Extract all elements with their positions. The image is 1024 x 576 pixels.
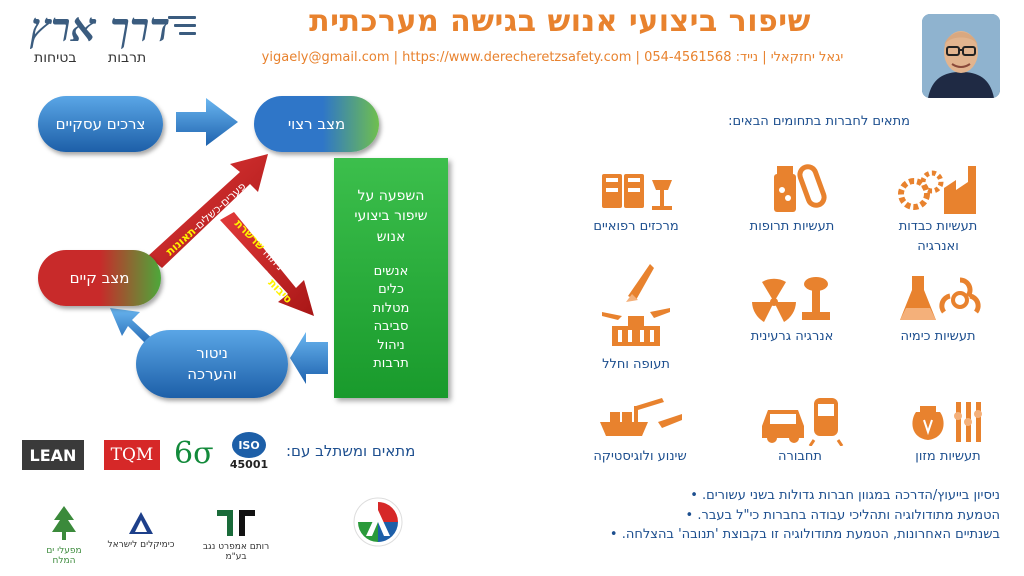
arrow-influence-to-monitor	[290, 332, 328, 384]
page-title: שיפור ביצועי אנוש בגישה מערכתית	[309, 4, 811, 39]
bullet-item: הטמעת מתודולוגיה ותהליכי עבודה בחברות כי…	[500, 506, 1000, 526]
iso-globe-icon: ISO	[232, 432, 266, 458]
partner-logo-icon	[353, 497, 403, 547]
industry-food: תעשיות מזון	[878, 392, 1018, 466]
diagram-arrows: פערים-כשלים-תאונות ניתוח שרשרת סיבות לכש…	[110, 98, 328, 384]
industry-label-2: ואנרגיה	[917, 238, 959, 254]
arrow-current-to-desired	[148, 154, 268, 268]
experience-bullets: ניסיון בייעוץ/הדרכה במגוון חברות גדולות …	[500, 486, 1000, 545]
bullet-item: ניסיון בייעוץ/הדרכה במגוון חברות גדולות …	[500, 486, 1000, 506]
industry-heavy-energy: תעשיות כבדות ואנרגיה	[868, 160, 1008, 255]
company-logo-wordmark: דרך ארץ	[30, 4, 171, 51]
pills-icon	[774, 164, 827, 212]
bullet-item: בשנתיים האחרונות, הטמעת מתודולוגיה זו בק…	[500, 525, 1000, 545]
logo-tag-safety: בטיחות	[34, 50, 77, 66]
industry-aerospace: תעופה וחלל	[566, 254, 706, 374]
influence-item: כלים	[378, 282, 404, 298]
arrow-business-to-desired	[176, 98, 238, 146]
box-current-state: מצב קיים	[38, 250, 161, 306]
industry-label: תעשיות תרופות	[749, 219, 835, 234]
logistics-icon	[600, 398, 682, 436]
influence-item: מטלות	[372, 300, 410, 316]
iso-number: 45001	[229, 458, 269, 471]
influence-item: תרבות	[373, 356, 409, 372]
box-desired-state: מצב רצוי	[254, 96, 379, 152]
medical-icon	[602, 174, 672, 210]
monitoring-line-2: והערכה	[187, 365, 237, 383]
tqm-logo: TQM	[104, 440, 160, 470]
client-name: כימיקלים לישראל	[107, 540, 175, 550]
transport-icon	[762, 398, 844, 446]
icl-logo: כימיקלים לישראל	[106, 510, 176, 550]
aerospace-icon	[602, 264, 670, 346]
partner-circle-logo	[352, 496, 404, 552]
presenter-photo	[922, 14, 1000, 98]
industry-label: אנרגיה גרעינית	[750, 329, 834, 344]
industry-label: שינוע ולוגיסטיקה	[593, 449, 687, 464]
industry-label: תחבורה	[778, 449, 822, 464]
industry-nuclear: אנרגיה גרעינית	[722, 272, 862, 346]
influence-item: אנשים	[373, 263, 409, 279]
industry-label: תעשיות כימיה	[900, 329, 976, 344]
box-human-performance-influence: השפעה על שיפור ביצועי אנוש אנשים כלים מט…	[334, 158, 448, 398]
client-name: רותם אמפרט נגב בע"מ	[202, 542, 270, 562]
arrow-monitor-to-current	[110, 308, 156, 348]
monitoring-line-1: ניטור	[196, 344, 228, 362]
industry-label: תעשיות כבדות	[898, 219, 978, 234]
box-monitoring: ניטור והערכה	[136, 330, 288, 398]
influence-item: ניהול	[377, 337, 405, 353]
standards-label: מתאים ומשתלב עם:	[286, 442, 416, 460]
nuclear-icon	[752, 277, 830, 322]
industries-heading: מתאים לחברות בתחומים הבאים:	[728, 114, 910, 129]
iso-logo: ISO 45001	[226, 432, 272, 471]
influence-title: השפעה על שיפור ביצועי אנוש	[354, 188, 428, 245]
lean-logo: LEAN	[22, 440, 84, 470]
food-icon	[912, 402, 982, 442]
tree-icon	[52, 506, 76, 540]
industry-transport: תחבורה	[730, 392, 870, 466]
industry-chemistry: תעשיות כימיה	[868, 272, 1008, 346]
industry-pharma: תעשיות תרופות	[722, 160, 862, 236]
client-name: מפעלי ים המלח	[46, 546, 82, 566]
industry-label: תעופה וחלל	[602, 357, 670, 372]
influence-items-list: אנשים כלים מטלות סביבה ניהול תרבות	[334, 263, 448, 374]
logo-lines-icon	[168, 16, 196, 40]
logo-tag-culture: תרבות	[108, 50, 147, 66]
arrow-desired-to-influence	[220, 212, 314, 316]
industry-label: תעשיות מזון	[915, 449, 981, 464]
industry-medical: מרכזים רפואיים	[566, 160, 706, 236]
dead-sea-works-logo: מפעלי ים המלח	[36, 504, 92, 566]
contact-details: יגאל יחזקאלי | נייד: 054-4561568 | yigae…	[261, 50, 844, 65]
rotem-logo: רותם אמפרט נגב בע"מ	[196, 506, 276, 562]
chemistry-icon	[900, 276, 981, 320]
industry-label: מרכזים רפואיים	[593, 219, 679, 234]
six-sigma-logo: 6σ	[174, 436, 214, 471]
rotem-mark-icon	[217, 510, 255, 536]
factory-icon	[898, 166, 976, 214]
industry-logistics: שינוע ולוגיסטיקה	[570, 392, 710, 466]
triangle-logo-icon	[129, 512, 153, 534]
influence-item: סביבה	[373, 319, 409, 335]
box-business-needs: צרכים עסקיים	[38, 96, 163, 152]
